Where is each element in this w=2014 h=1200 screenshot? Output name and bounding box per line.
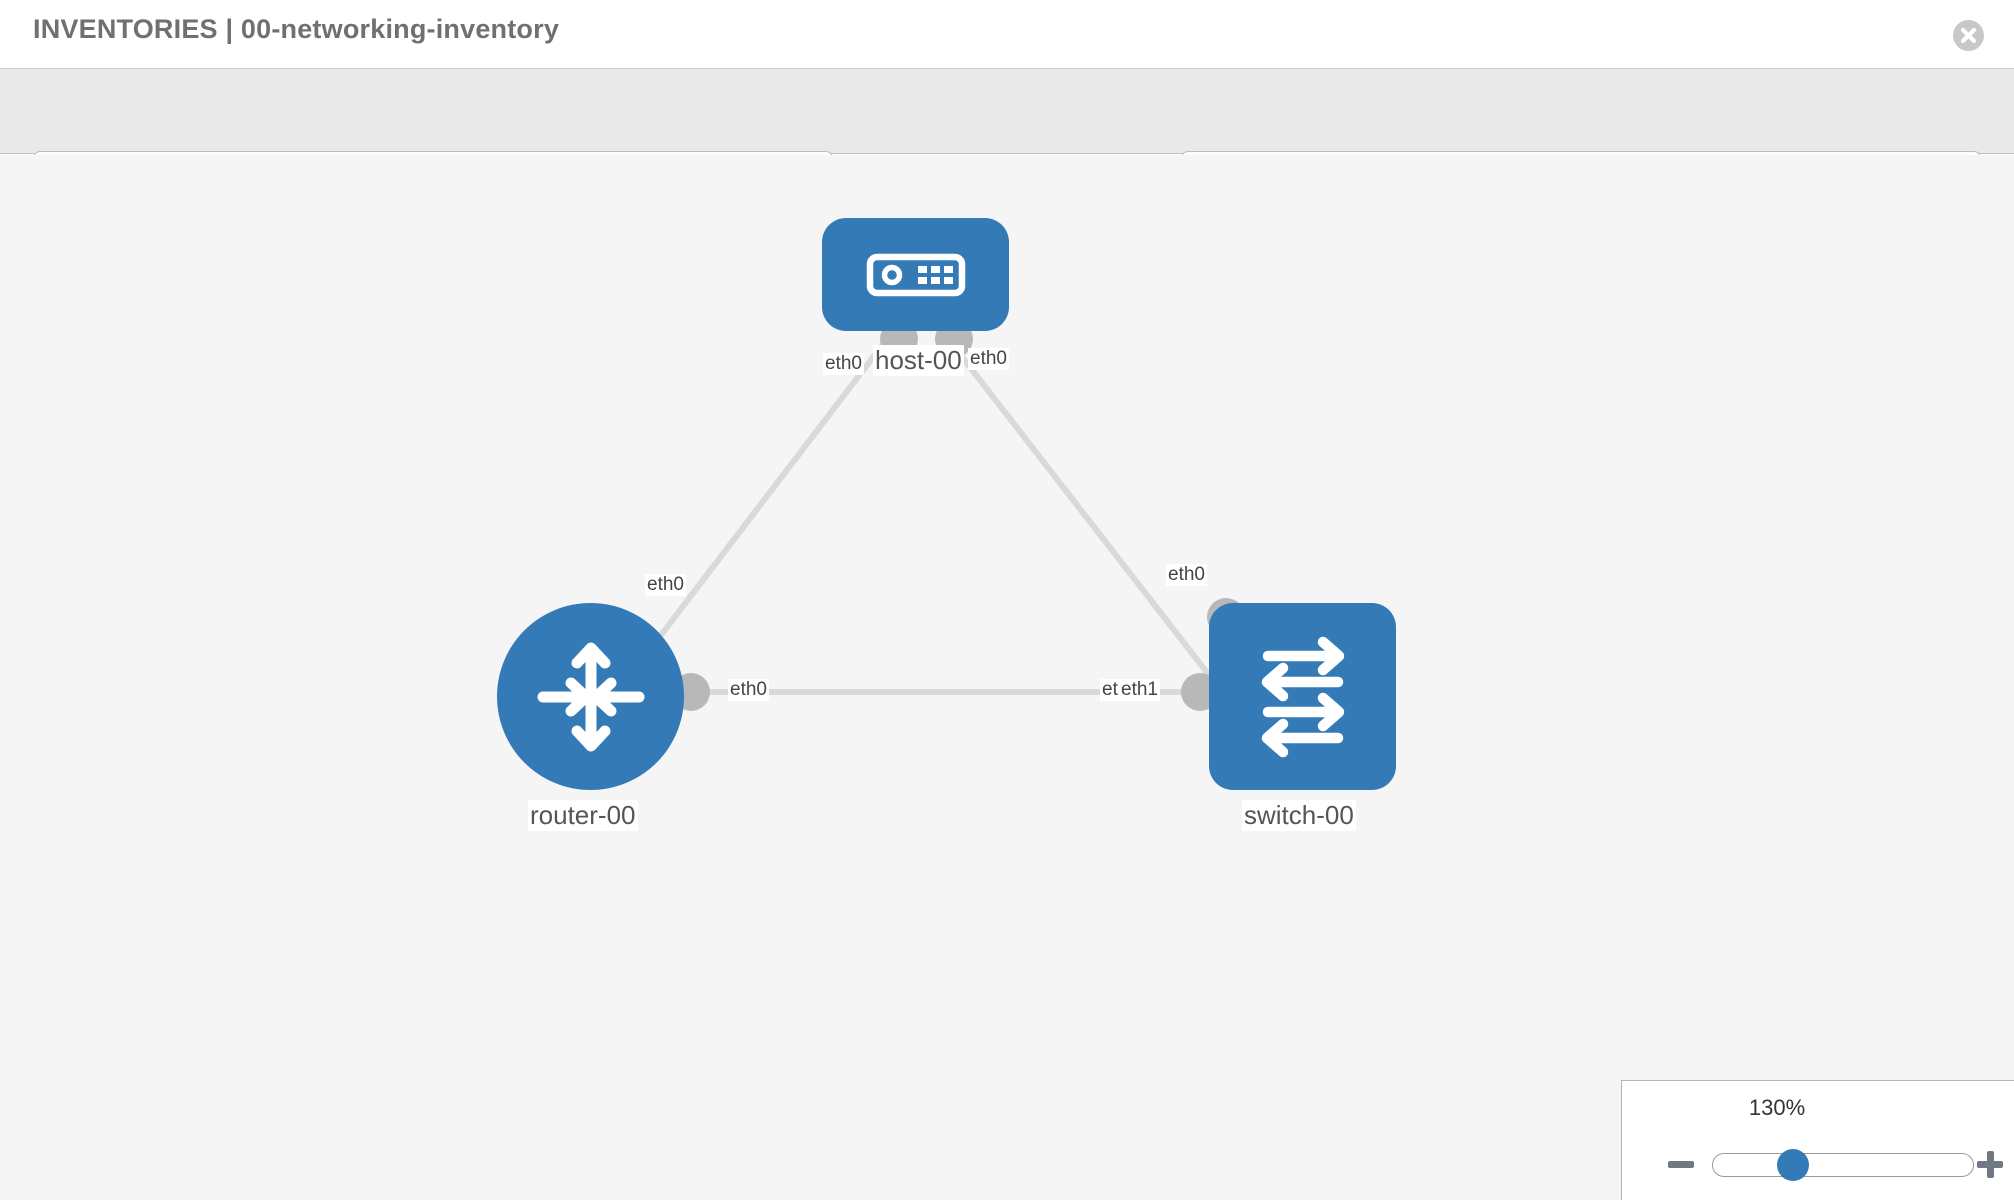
- edge-label-router-right: eth0: [728, 679, 769, 701]
- close-icon[interactable]: [1953, 20, 1984, 51]
- page-title: INVENTORIES | 00-networking-inventory: [33, 14, 560, 44]
- node-router-00[interactable]: [497, 603, 684, 790]
- router-arrows-icon: [537, 642, 644, 751]
- zoom-slider-track[interactable]: [1712, 1153, 1974, 1177]
- zoom-out-button[interactable]: [1668, 1161, 1694, 1168]
- edge-label-host-right: eth0: [968, 348, 1009, 370]
- zoom-level-value: 130%: [1748, 1095, 1806, 1120]
- edge-label-switch-left-eth1: eth1: [1119, 679, 1160, 701]
- edge-label-host-left: eth0: [823, 353, 864, 375]
- edge-label-router-upper: eth0: [645, 574, 686, 596]
- node-host-00[interactable]: [822, 218, 1009, 331]
- router-node-shape[interactable]: [497, 603, 684, 790]
- server-icon: [866, 253, 965, 296]
- zoom-slider-handle[interactable]: [1777, 1149, 1809, 1181]
- edge-host-switch: [942, 333, 1243, 717]
- switch-arrows-icon: [1261, 636, 1344, 757]
- node-label-router-00: router-00: [528, 800, 638, 831]
- zoom-control-panel: 130%: [1621, 1080, 2014, 1200]
- toolbar: ACTIONS SEARCH: [0, 68, 2014, 203]
- zoom-in-button-vertical[interactable]: [1987, 1151, 1994, 1178]
- host-node-shape[interactable]: [822, 218, 1009, 331]
- node-label-host-00: host-00: [873, 345, 964, 376]
- node-switch-00[interactable]: [1209, 603, 1396, 790]
- switch-node-shape[interactable]: [1209, 603, 1396, 790]
- node-label-switch-00: switch-00: [1242, 800, 1356, 831]
- edge-label-switch-upper: eth0: [1166, 564, 1207, 586]
- page-header: INVENTORIES | 00-networking-inventory: [0, 0, 2014, 68]
- topology-canvas[interactable]: host-00 router-00 switch-00 eth0 eth0 et…: [0, 155, 2014, 1200]
